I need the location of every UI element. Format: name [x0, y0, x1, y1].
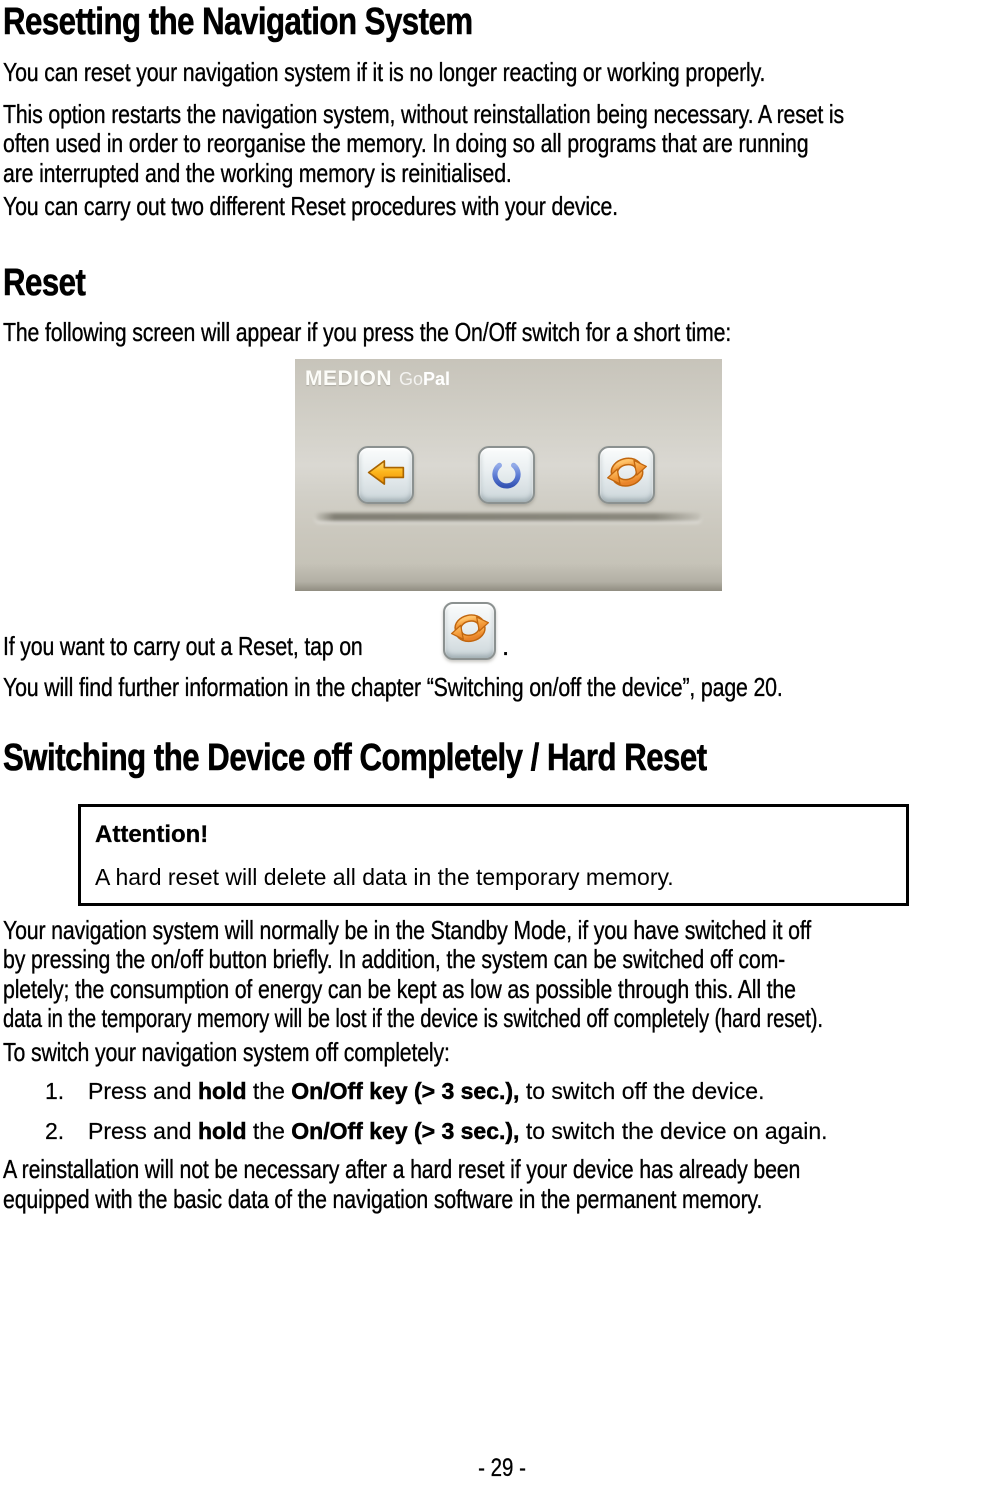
power-icon — [488, 454, 525, 496]
brand-pal: Pal — [423, 369, 451, 389]
numbered-steps: 1. Press and hold the On/Off key (> 3 se… — [3, 1078, 1004, 1145]
text-line: pletely; the consumption of energy can b… — [3, 973, 796, 1004]
text-line: This option restarts the navigation syst… — [3, 98, 844, 129]
text-line: A reinstallation will not be necessary a… — [3, 1154, 801, 1184]
tap-instruction-text: If you want to carry out a Reset, tap on — [3, 631, 363, 661]
screen-divider-shadow — [315, 513, 701, 521]
intro-paragraph-3: You can carry out two different Reset pr… — [3, 191, 618, 221]
reset-inline-icon — [450, 609, 490, 654]
attention-title: Attention! — [95, 820, 209, 848]
reset-inline-button — [443, 602, 496, 660]
section-title-hard-reset: Switching the Device off Completely / Ha… — [3, 736, 708, 779]
page-number: - 29 - — [478, 1454, 526, 1482]
power-button — [478, 446, 535, 504]
further-info-paragraph: You will find further information in the… — [3, 672, 783, 702]
text-line: data in the temporary memory will be los… — [3, 1003, 823, 1033]
attention-body: A hard reset will delete all data in the… — [95, 863, 674, 890]
reset-icon — [606, 452, 648, 499]
step-2: 2. Press and hold the On/Off key (> 3 se… — [3, 1118, 1004, 1145]
brand-medion: MEDION — [305, 367, 392, 390]
tap-instruction-period: . — [502, 631, 510, 661]
step-number: 1. — [45, 1078, 65, 1104]
hard-reset-paragraph-2: To switch your navigation system off com… — [3, 1036, 450, 1067]
section-title-reset: Reset — [3, 261, 86, 304]
hard-reset-paragraph-3: A reinstallation will not be necessary a… — [3, 1154, 1004, 1214]
step-text: Press and hold the On/Off key (> 3 sec.)… — [88, 1118, 828, 1145]
reset-paragraph: The following screen will appear if you … — [3, 316, 732, 347]
step-1: 1. Press and hold the On/Off key (> 3 se… — [3, 1078, 1004, 1105]
attention-box: Attention! A hard reset will delete all … — [78, 803, 909, 906]
brand-go: Go — [399, 369, 424, 389]
back-arrow-icon — [367, 458, 405, 492]
text-line: often used in order to reorganise the me… — [3, 128, 809, 158]
step-number: 2. — [45, 1118, 65, 1144]
step-text: Press and hold the On/Off key (> 3 sec.)… — [88, 1078, 765, 1105]
text-line: equipped with the basic data of the navi… — [3, 1183, 763, 1214]
back-button — [357, 446, 414, 504]
text-line: Your navigation system will normally be … — [3, 914, 812, 945]
text-line: are interrupted and the working memory i… — [3, 157, 512, 188]
text-line: by pressing the on/off button briefly. I… — [3, 944, 786, 974]
hard-reset-paragraph-1: Your navigation system will normally be … — [3, 914, 1004, 1034]
intro-paragraph-1: You can reset your navigation system if … — [3, 57, 766, 87]
page-title: Resetting the Navigation System — [3, 1, 474, 44]
reset-button — [598, 446, 655, 504]
tap-instruction-row: If you want to carry out a Reset, tap on — [3, 601, 1004, 663]
intro-paragraph-2: This option restarts the navigation syst… — [3, 98, 1004, 189]
